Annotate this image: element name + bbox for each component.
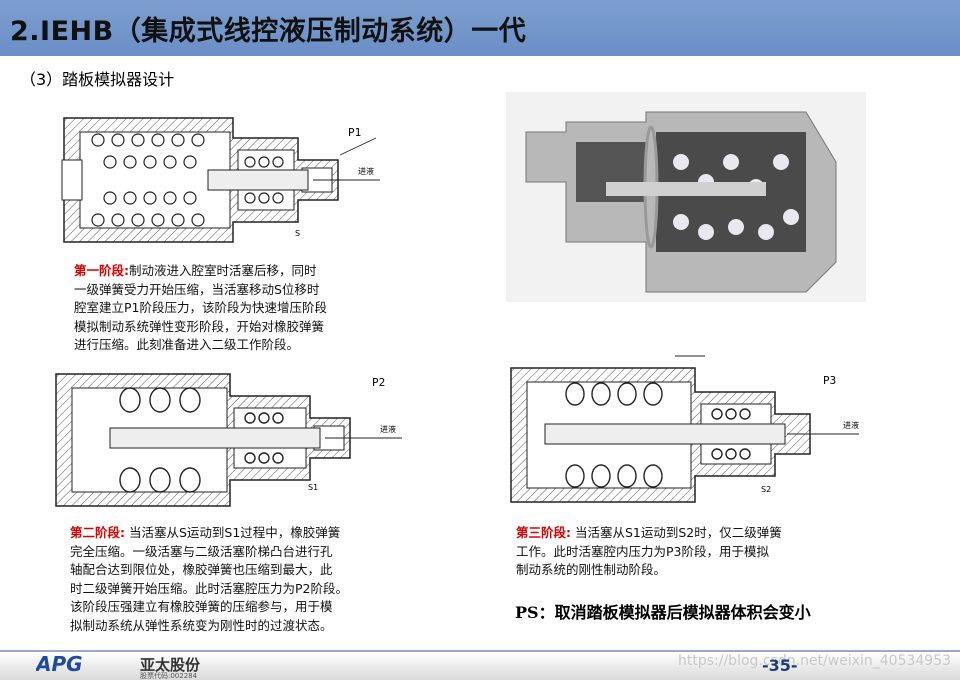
ps-note: PS：取消踏板模拟器后模拟器体积会变小 bbox=[515, 603, 811, 622]
stage2-description: 第二阶段: 当活塞从S运动到S1过程中，橡胶弹簧 完全压缩。一级活塞与二级活塞阶… bbox=[70, 525, 348, 633]
title-bar bbox=[0, 0, 960, 56]
section-subtitle: （3）踏板模拟器设计 bbox=[20, 70, 175, 89]
inlet-label-2: 进液 bbox=[380, 424, 396, 434]
stage3-label: 第三阶段: bbox=[516, 525, 571, 540]
stock-code: 股票代码:002284 bbox=[140, 672, 198, 680]
pedal-simulator-3d-render bbox=[506, 92, 866, 302]
pedal-simulator-section-drawing-2: P2 进液 S1 bbox=[55, 373, 402, 507]
page-title: 2.IEHB（集成式线控液压制动系统）一代 bbox=[10, 16, 527, 47]
s-label-1: S bbox=[295, 229, 300, 238]
company-name: 亚太股份 bbox=[140, 656, 201, 674]
page-number: -35- bbox=[762, 656, 798, 675]
p2-label: P2 bbox=[372, 376, 385, 389]
stage1-label: 第一阶段: bbox=[74, 263, 129, 278]
csdn-watermark: https://blog.csdn.net/weixin_40534953 bbox=[678, 653, 952, 669]
inlet-label-3: 进液 bbox=[843, 420, 859, 430]
s2-label-3: S2 bbox=[761, 485, 771, 494]
stage3-description: 第三阶段: 当活塞从S1运动到S2时，仅二级弹簧 工作。此时活塞腔内压力为P3阶… bbox=[516, 525, 782, 577]
apg-logo: APG bbox=[36, 653, 83, 675]
stage1-description: 第一阶段:制动液进入腔室时活塞后移，同时 一级弹簧受力开始压缩，当活塞移动S位移… bbox=[74, 263, 327, 352]
stage2-label: 第二阶段: bbox=[70, 525, 125, 540]
p3-label: P3 bbox=[823, 374, 836, 387]
pedal-simulator-section-drawing-3: P3 进液 S2 bbox=[510, 355, 859, 503]
footer-bar bbox=[0, 650, 960, 680]
svg-text:APG: APG bbox=[36, 653, 83, 675]
pedal-simulator-section-drawing-1: P1 进液 S bbox=[61, 117, 380, 243]
p1-label: P1 bbox=[348, 126, 361, 139]
s1-label-2: S1 bbox=[308, 483, 318, 492]
inlet-label-1: 进液 bbox=[358, 166, 374, 176]
